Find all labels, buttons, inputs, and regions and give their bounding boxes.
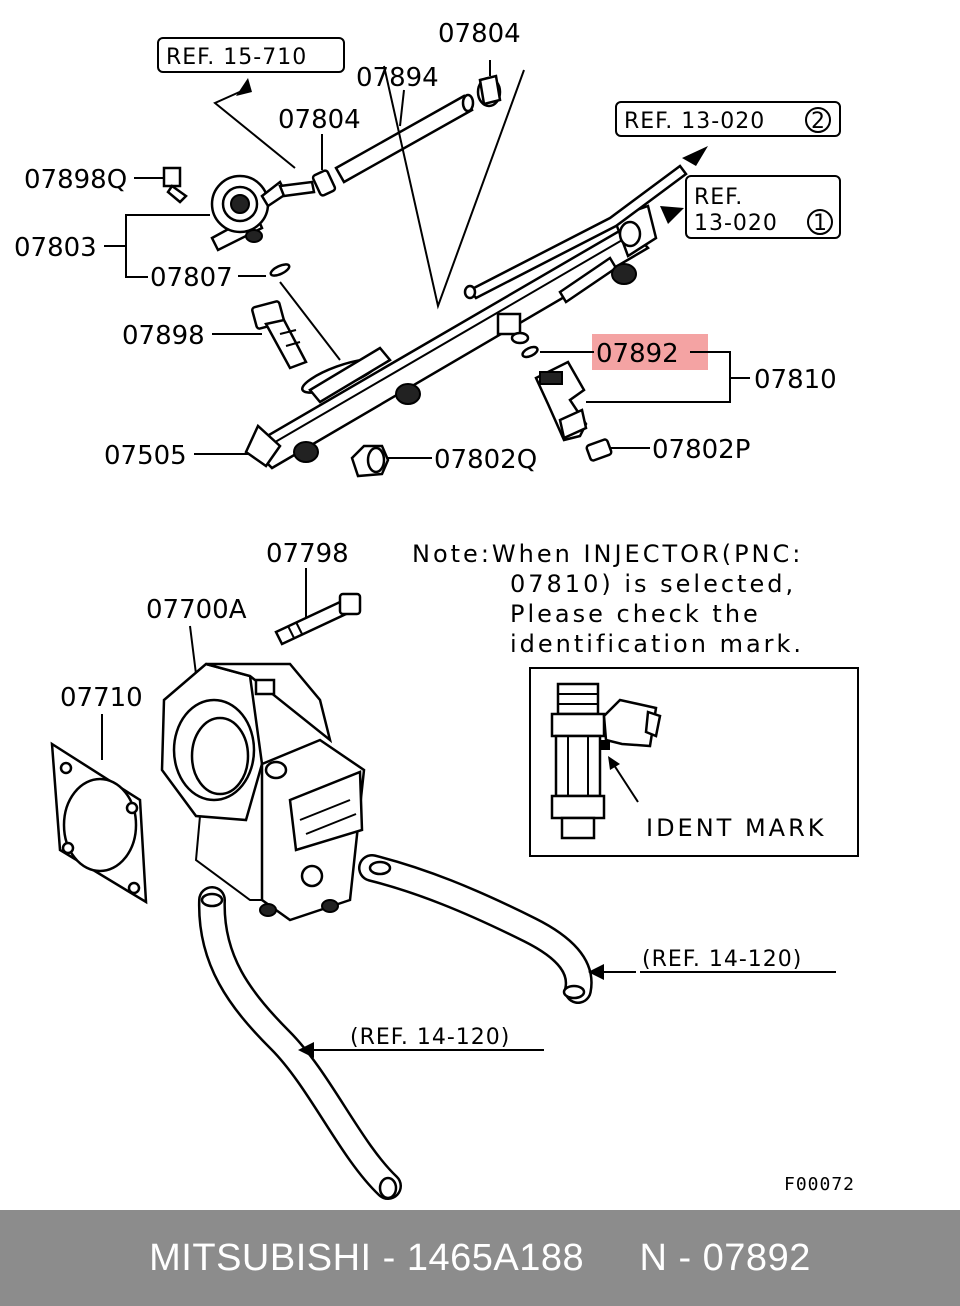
ref-13-020-2-callout: REF. 13-020 2 [615, 101, 841, 137]
part-number-caption: MITSUBISHI - 1465A188 N - 07892 [149, 1236, 811, 1279]
note-line-1: Note:When INJECTOR(PNC: [412, 540, 803, 568]
hose-clamp-top [476, 60, 502, 108]
bolt-07798 [274, 592, 362, 646]
o-ring-07807 [269, 263, 291, 277]
label-07700a: 07700A [146, 595, 247, 625]
fuel-return-pipe [463, 146, 708, 300]
label-07803: 07803 [14, 233, 97, 263]
coolant-hose-right [358, 854, 593, 1004]
coolant-hose-left [197, 886, 402, 1200]
label-07898q: 07898Q [24, 165, 127, 195]
ref-14-120-left-text: (REF. 14-120) [350, 1025, 510, 1050]
ref-15-710-callout: REF. 15-710 [157, 37, 345, 169]
bolt-07898q [162, 166, 188, 204]
ident-mark-inset: IDENT MARK [529, 667, 859, 857]
ref-13-020-1-circle: 1 [813, 211, 828, 236]
ref-14-120-right-text: (REF. 14-120) [642, 947, 802, 972]
parts-diagram: REF. 15-710 07804 07894 07804 07898Q 078… [14, 19, 859, 1200]
label-07807: 07807 [150, 263, 233, 293]
insulator-07802q [350, 444, 390, 478]
fuel-rail-07505 [244, 204, 658, 470]
ref-13-020-2-text: REF. 13-020 [624, 109, 765, 134]
ref-13-020-2-circle: 2 [811, 109, 826, 134]
note-line-2: 07810) is selected, [510, 570, 796, 598]
label-07898: 07898 [122, 321, 205, 351]
fuel-pressure-regulator [210, 174, 316, 252]
label-07710: 07710 [60, 683, 143, 713]
label-07892: 07892 [596, 339, 679, 369]
note-line-4: identification mark. [510, 630, 804, 658]
label-07894: 07894 [356, 63, 439, 93]
label-07802q: 07802Q [434, 445, 537, 475]
hose-clamp-mid [311, 169, 337, 197]
ref-15-710-text: REF. 15-710 [166, 45, 307, 70]
label-07802p: 07802P [652, 435, 750, 465]
highlight-07892 [592, 334, 708, 370]
fuel-injector-07810 [534, 360, 588, 442]
ref-13-020-1-text-b: 13-020 [694, 211, 778, 236]
fuel-hose-07894 [334, 93, 475, 184]
insulator-07802p [585, 438, 613, 462]
figure-code: F00072 [784, 1174, 855, 1195]
throttle-body-07700a [160, 662, 366, 922]
bolt-07898 [251, 300, 308, 370]
ident-mark-label: IDENT MARK [646, 814, 827, 842]
label-07505: 07505 [104, 441, 187, 471]
note-block: Note:When INJECTOR(PNC: 07810) is select… [412, 540, 804, 658]
gasket-07710 [50, 741, 148, 905]
footer-bar: MITSUBISHI - 1465A188 N - 07892 [0, 1210, 960, 1306]
ref-13-020-1-text-a: REF. [694, 185, 743, 210]
label-07804-top: 07804 [438, 19, 521, 49]
note-line-3: Please check the [510, 600, 761, 628]
ref-13-020-1-callout: REF. 13-020 1 [660, 175, 841, 239]
o-ring-07892 [521, 345, 539, 359]
label-07804-mid: 07804 [278, 105, 361, 135]
label-07810: 07810 [754, 365, 837, 395]
label-07798: 07798 [266, 539, 349, 569]
